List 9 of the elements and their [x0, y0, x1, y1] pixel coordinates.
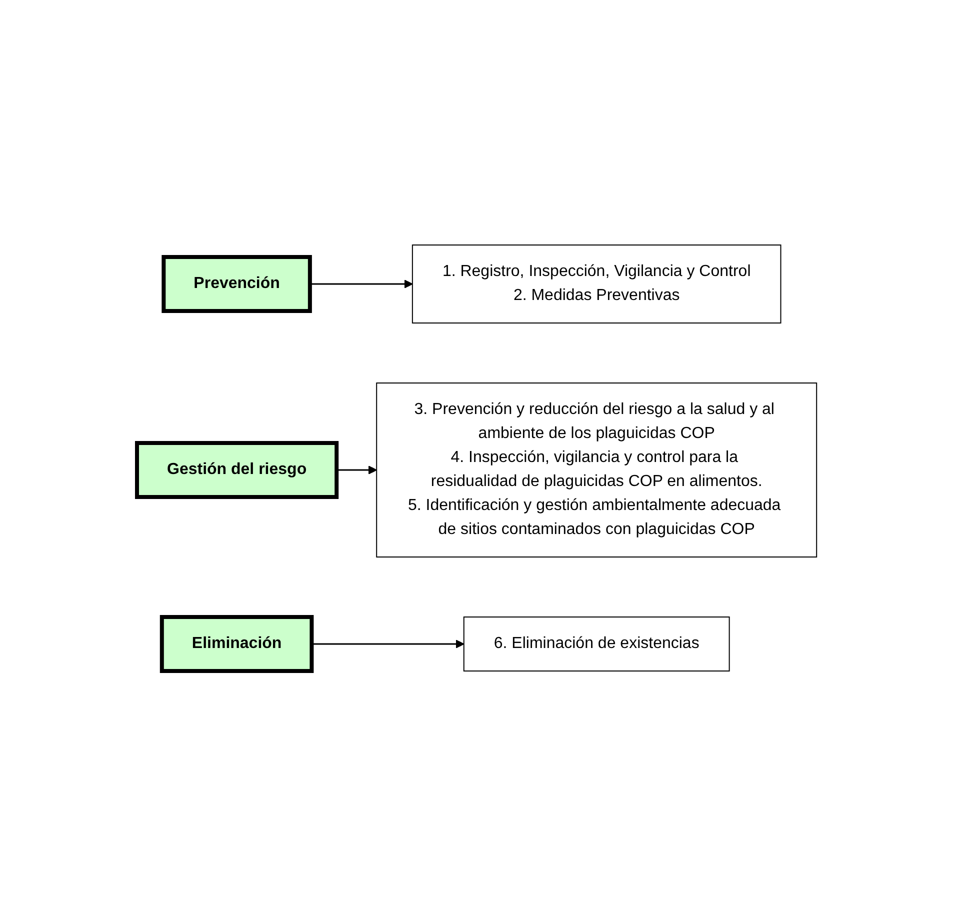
- node-box: Prevención: [161, 254, 312, 312]
- arrow: [310, 279, 413, 288]
- arrow: [336, 465, 377, 474]
- node-box: Gestión del riesgo: [134, 440, 338, 498]
- node-box: 3. Prevención y reducción del riesgo a la salud y al ambiente de los plaguicidas COP 4. Inspección, vigilancia y control para la residualidad de plaguicidas COP en alimentos. 5. Identificación y gestión ambientalmente adecuada de sitios contaminados con plaguicidas COP: [376, 382, 817, 557]
- node-box: Eliminación: [160, 614, 314, 672]
- node-box: 6. Eliminación de existencias: [463, 616, 730, 671]
- arrow: [311, 639, 464, 648]
- node-box: 1. Registro, Inspección, Vigilancia y Control 2. Medidas Preventivas: [412, 244, 781, 323]
